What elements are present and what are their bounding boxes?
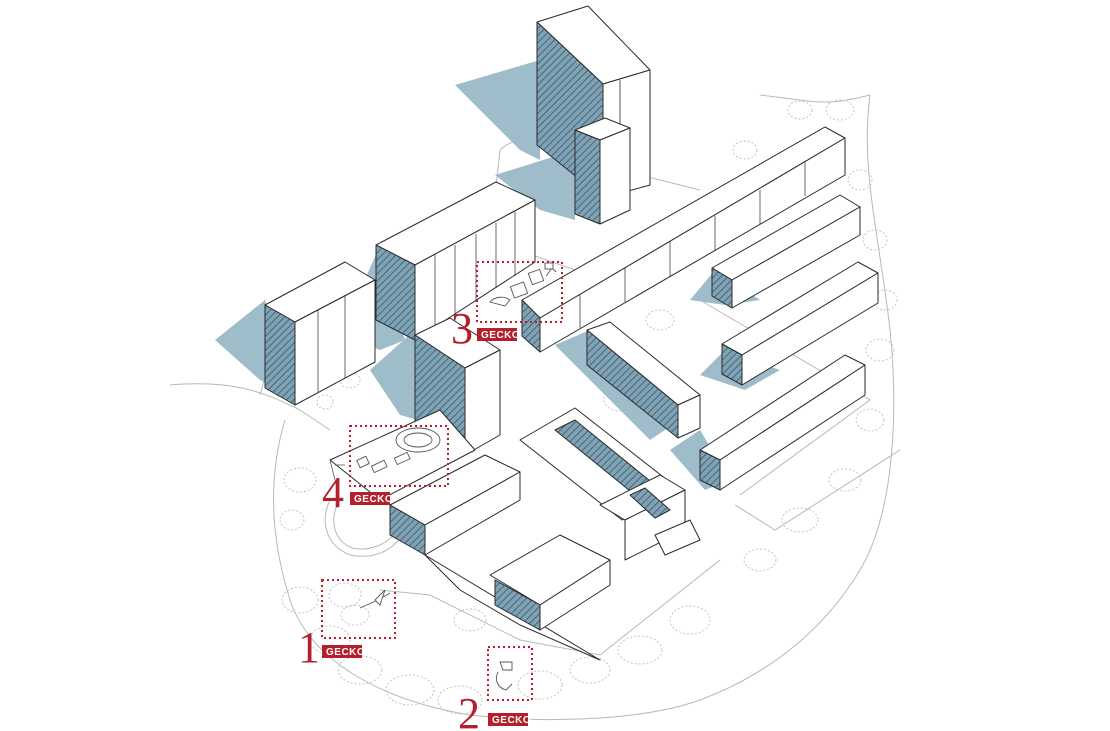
playground-4 — [329, 409, 476, 501]
slab-building-east-1 — [711, 194, 861, 309]
courtyard-complex — [389, 407, 701, 661]
playground-2 — [495, 661, 513, 691]
slab-building-west — [375, 181, 536, 341]
marker-number-2: 2 — [458, 689, 480, 731]
gecko-badge-text-3: GECKO — [481, 330, 520, 341]
playground-3 — [489, 262, 557, 307]
marker-number-1: 1 — [298, 623, 320, 672]
tower-west — [264, 261, 376, 406]
trees-vegetation — [279, 99, 898, 715]
gecko-marker-2[interactable]: 2 GECKO — [458, 646, 533, 731]
tower-small-north — [574, 117, 631, 225]
gecko-badge-1 — [322, 645, 362, 658]
gecko-marker-4[interactable]: 4 GECKO — [322, 425, 449, 517]
gecko-badge-text-2: GECKO — [492, 715, 531, 726]
gecko-badge-text-4: GECKO — [354, 494, 393, 505]
slab-building-east-4 — [586, 321, 701, 439]
playground-1 — [328, 582, 391, 626]
gecko-marker-1[interactable]: 1 GECKO — [298, 579, 396, 672]
marker-number-3: 3 — [451, 304, 473, 353]
gecko-badge-2 — [488, 713, 528, 726]
slab-building-east-2 — [721, 261, 879, 386]
marker-number-4: 4 — [322, 468, 344, 517]
gecko-badge-3 — [477, 328, 517, 341]
slab-building-long — [521, 126, 846, 353]
gecko-badge-4 — [350, 492, 390, 505]
gecko-badge-text-1: GECKO — [326, 647, 365, 658]
gecko-marker-3[interactable]: 3 GECKO — [451, 261, 563, 353]
slab-building-east-3 — [699, 354, 866, 491]
